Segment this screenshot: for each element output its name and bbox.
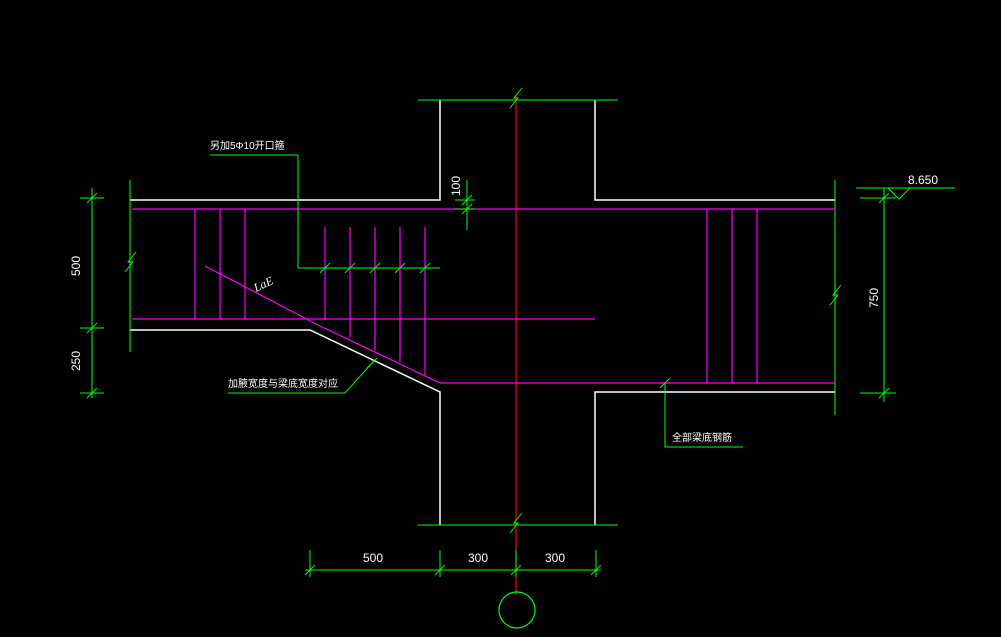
dim-left-upper: 500 [69,256,83,276]
dimension-lines [80,180,955,577]
column-break-lines [124,99,842,526]
extra-rebar-note: 另加5Φ10开口箍 [210,139,285,152]
dim-bottom-c: 300 [545,551,565,565]
axis-break-marks [509,87,523,534]
dim-left-lower: 250 [69,351,83,371]
rebar [132,208,835,384]
concrete-outline [130,100,835,525]
dim-bottom-a: 500 [363,551,383,565]
axis-bubble [498,591,536,629]
haunch-note: 加腋宽度与梁底宽度对应 [228,377,338,390]
dim-cover: 100 [449,176,463,196]
elevation-label: 8.650 [908,173,938,187]
leader-lines [210,154,743,448]
bottom-bars-note: 全部梁底钢筋 [672,431,732,444]
dim-right-depth: 750 [867,288,881,308]
dim-bottom-b: 300 [468,551,488,565]
